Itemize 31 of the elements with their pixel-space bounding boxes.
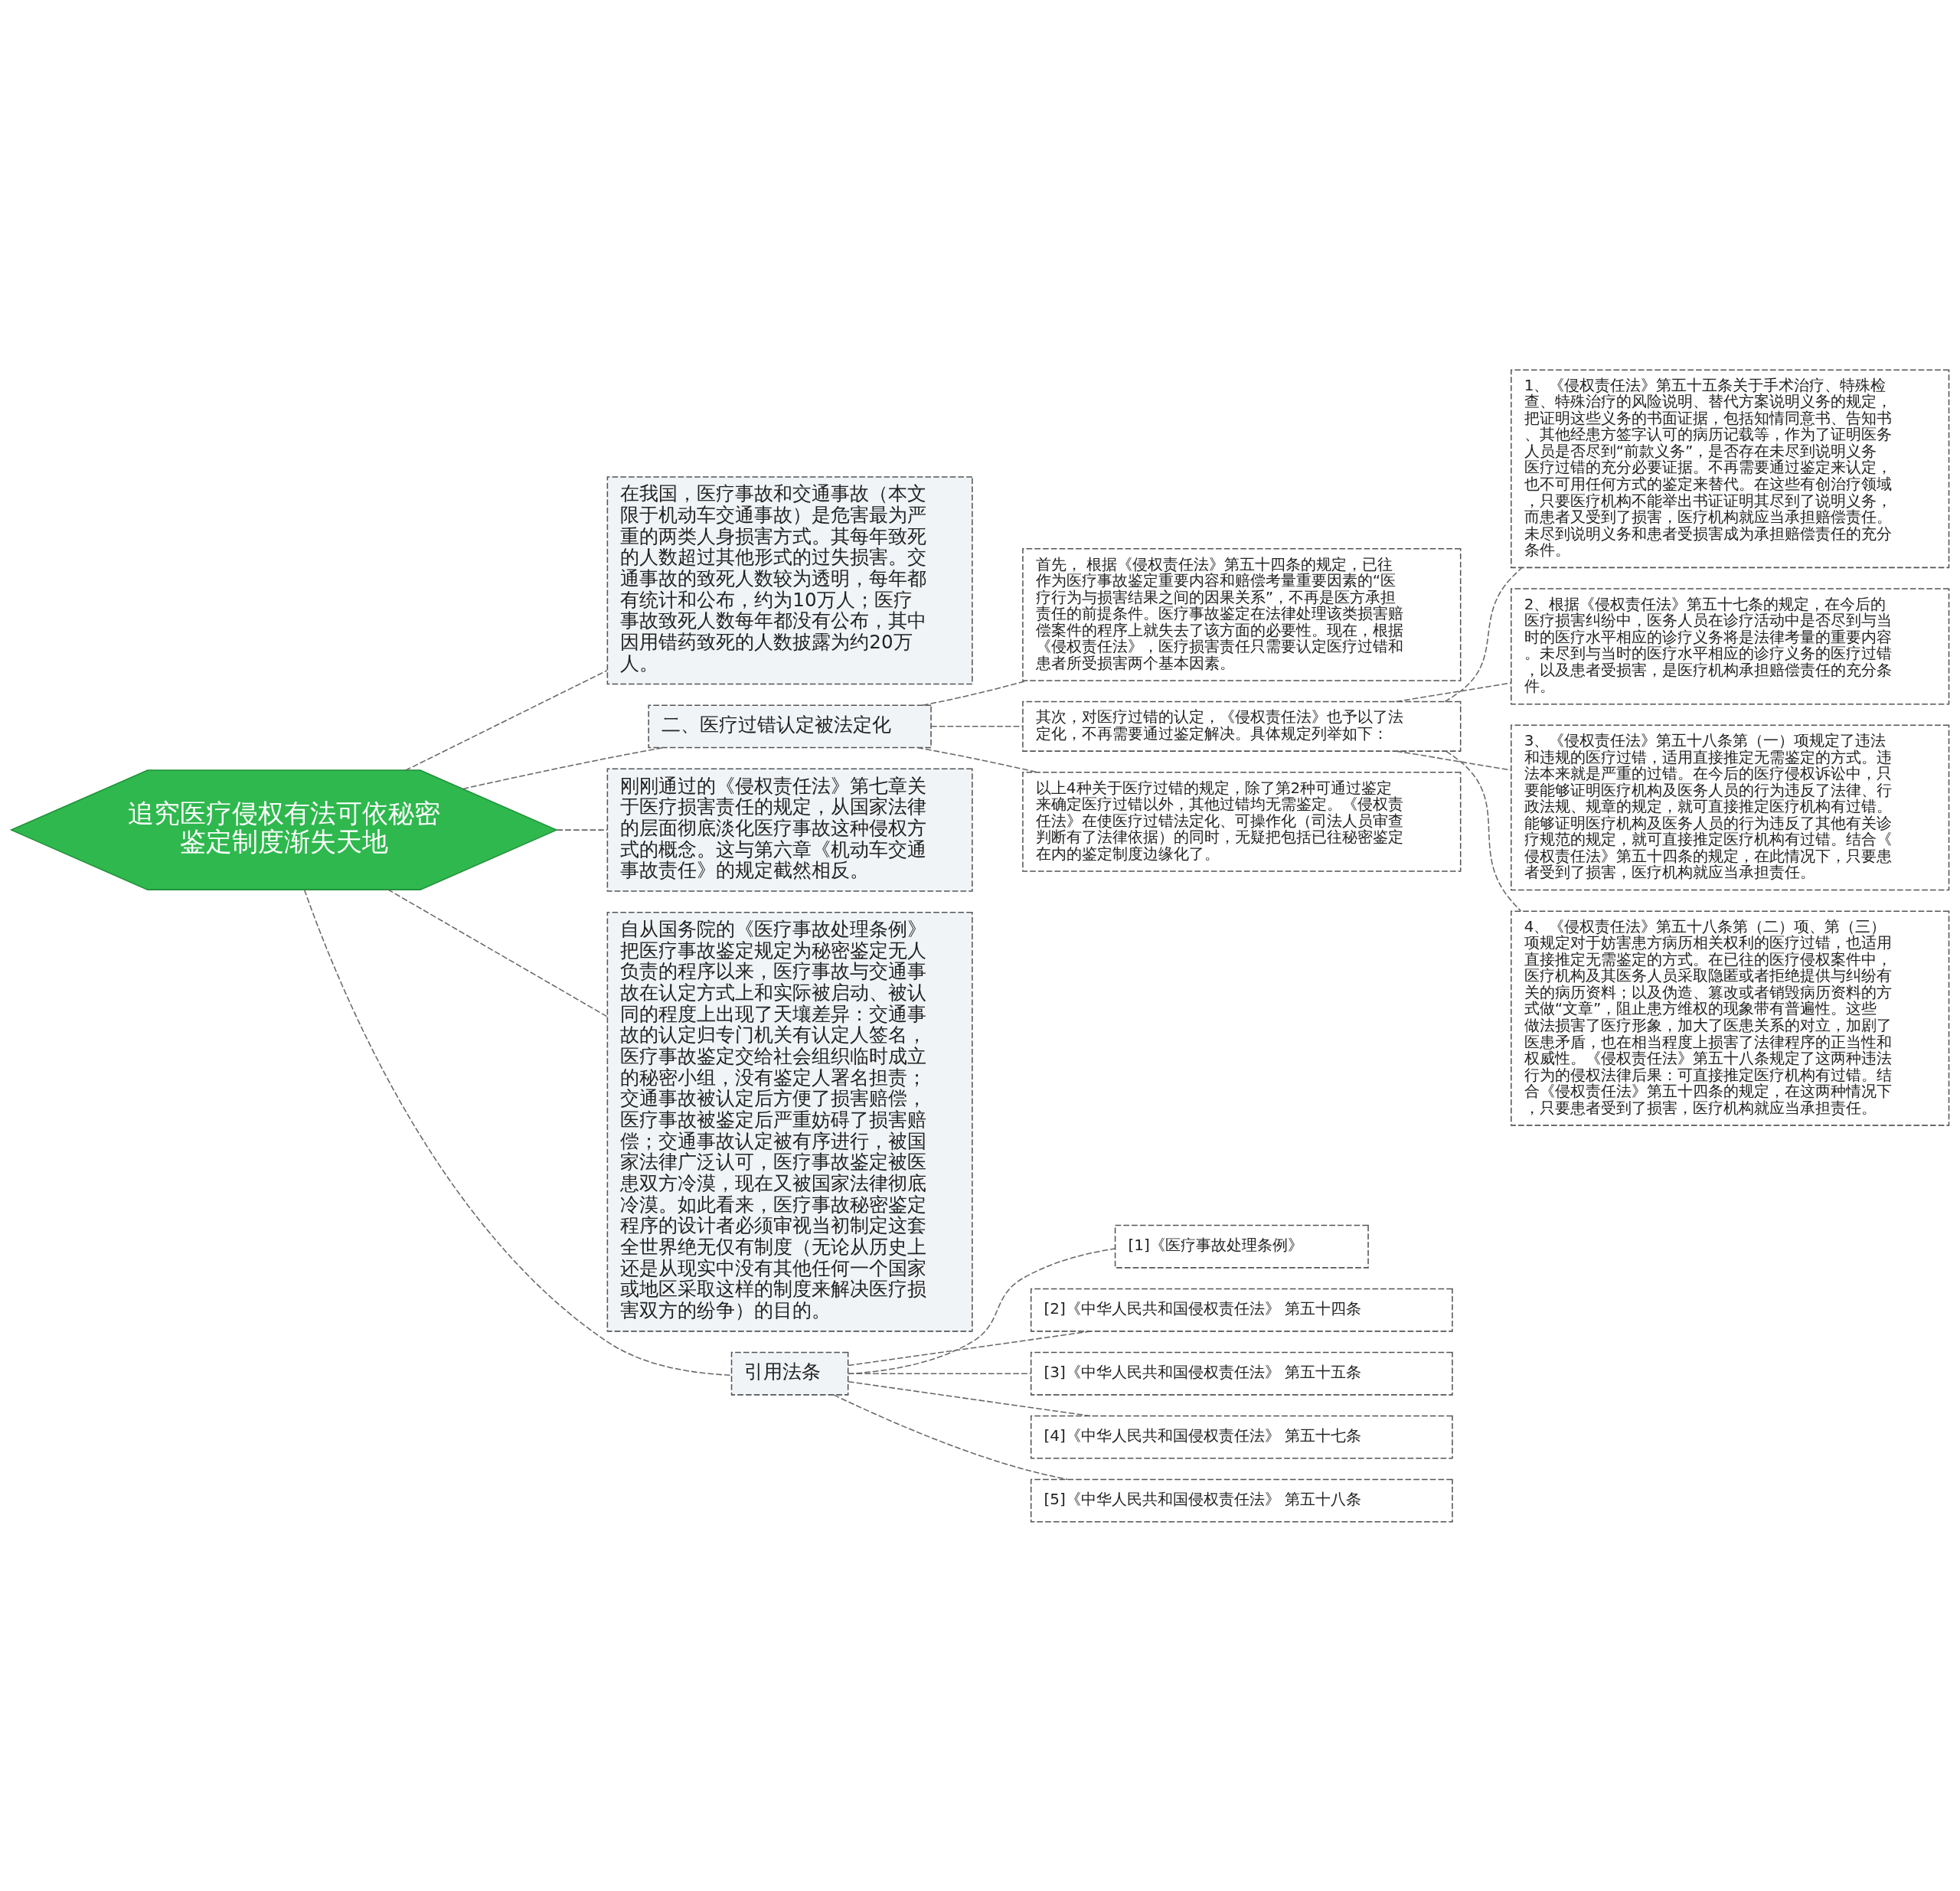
connector (930, 725, 1024, 727)
connector (833, 1393, 1068, 1480)
connector (303, 888, 733, 1376)
node-box: 引用法条 (730, 1351, 849, 1396)
connector (556, 828, 608, 831)
connector (848, 1372, 1032, 1374)
node-box: [1]《医疗事故处理条例》 (1114, 1224, 1369, 1269)
connector (404, 669, 608, 771)
node-box: [4]《中华人民共和国侵权责任法》 第五十七条 (1030, 1415, 1453, 1459)
node-box: 在我国，医疗事故和交通事故（本文限于机动车交通事故）是危害最为严重的两类人身损害方式。其每年致死的人数超过其他形式的过失损害。交通事故的致死人数较为透明，每年都有统计和公布，约为10万人；医疗事故致死人数每年都没有公布，其中因用错药致死的人数披露为约20万人。 (606, 475, 973, 684)
node-box: 自从国务院的《医疗事故处理条例》把医疗事故鉴定规定为秘密鉴定无人负责的程序以来，医疗事故与交通事故在认定方式上和实际被启动、被认同的程度上出现了天壤差异：交通事故的认定归专门机关有认定人签名，医疗事故鉴定交给社会组织临时成立的秘密小组，没有鉴定人署名担责；交通事故被认定后方便了损害赔偿，医疗事故被鉴定后严重妨碍了损害赔偿；交通事故认定被有序进行，被国家法律广泛认可，医疗事故鉴定被医患双方冷漠，现在又被国家法律彻底冷漠。如此看来，医疗事故秘密鉴定程序的设计者必须审视当初制定这套全世界绝无仅有制度（无论从历史上还是从现实中没有其他任何一个国家或地区采取这样的制度来解决医疗损害双方的纷争）的目的。 (606, 911, 973, 1332)
node-box: [5]《中华人民共和国侵权责任法》 第五十八条 (1030, 1478, 1453, 1523)
node-box: 3、《侵权责任法》第五十八条第（一）项规定了违法和违规的医疗过错，适用直接推定无需鉴定的方式。违法本来就是严重的过错。在今后的医疗侵权诉讼中，只要能够证明医疗机构及医务人员的行为违反了法律、行政法规、规章的规定，就可直接推定医疗机构有过错。能够证明医疗机构及医务人员的行为违反了其他有关诊疗规范的规定，就可直接推定医疗机构有过错。结合《侵权责任法》第五十四条的规定，在此情况下，只要患者受到了损害，医疗机构就应当承担责任。 (1511, 724, 1950, 890)
node-box: 2、根据《侵权责任法》第五十七条的规定，在今后的医疗损害纠纷中，医务人员在诊疗活动中是否尽到与当时的医疗水平相应的诊疗义务将是法律考量的重要内容。未尽到与当时的医疗水平相应的诊疗义务的医疗过错，以及患者受损害，是医疗机构承担赔偿责任的充分条件。 (1511, 587, 1950, 704)
connector (922, 679, 1029, 706)
connector (387, 888, 608, 1017)
node-box: [2]《中华人民共和国侵权责任法》 第五十四条 (1030, 1288, 1453, 1332)
connector (848, 1330, 1091, 1366)
connector (916, 746, 1038, 772)
node-box: 1、《侵权责任法》第五十五条关于手术治疗、特殊检查、特殊治疗的风险说明、替代方案说明义务的规定，把证明这些义务的书面证据，包括知情同意书、告知书、其他经患方签字认可的病历记载等，作为了证明医务人员是否尽到“前款义务”，是否存在未尽到说明义务医疗过错的充分必要证据。不再需要通过鉴定来认定，也不可用任何方式的鉴定来替代。在这些有创治疗领域，只要医疗机构不能举出书证证明其尽到了说明义务，而患者又受到了损害，医疗机构就应当承担赔偿责任。未尽到说明义务和患者受损害成为承担赔偿责任的充分条件。 (1511, 368, 1950, 568)
node-box: 二、医疗过错认定被法定化 (648, 704, 932, 748)
node-box: 其次，对医疗过错的认定，《侵权责任法》也予以了法定化，不再需要通过鉴定解决。具体规定列举如下： (1022, 701, 1462, 752)
connector (1444, 567, 1523, 702)
node-box: 4、《侵权责任法》第五十八条第（二）项、第（三）项规定对于妨害患方病历相关权利的医疗过错，也适用直接推定无需鉴定的方式。在已往的医疗侵权案件中，医疗机构及其医务人员采取隐匿或者拒绝提供与纠纷有关的病历资料；以及伪造、篡改或者销毁病历资料的方式做“文章”，阻止患方维权的现象带有普遍性。这些做法损害了医疗形象，加大了医患关系的对立，加剧了医患矛盾，也在相当程度上损害了法律程序的正当性和权威性。《侵权责任法》第五十八条规定了这两种违法行为的侵权法律后果：可直接推定医疗机构有过错。结合《侵权责任法》第五十四条的规定，在这两种情况下，只要患者受到了损害，医疗机构就应当承担责任。 (1511, 910, 1950, 1126)
node-box: 刚刚通过的《侵权责任法》第七章关于医疗损害责任的规定，从国家法律的层面彻底淡化医疗事故这种侵权方式的概念。这与第六章《机动车交通事故责任》的规定截然相反。 (606, 767, 973, 892)
node-box: 以上4种关于医疗过错的规定，除了第2种可通过鉴定来确定医疗过错以外，其他过错均无需鉴定。《侵权责任法》在使医疗过错法定化、可操作化（司法人员审查判断有了法律依据）的同时，无疑把包括已往秘密鉴定在内的鉴定制度边缘化了。 (1022, 771, 1462, 872)
connector (847, 1247, 1116, 1374)
node-box: [3]《中华人民共和国侵权责任法》 第五十五条 (1030, 1351, 1453, 1396)
connector (1446, 750, 1522, 912)
node-box: 首先， 根据《侵权责任法》第五十四条的规定，已往作为医疗事故鉴定重要内容和赔偿考量重要因素的“医疗行为与损害结果之间的因果关系”，不再是医方承担责任的前提条件。医疗事故鉴定在法律处理该类损害赔偿案件的程序上就失去了该方面的必要性。现在，根据《侵权责任法》，医疗损害责任只需要认定医疗过错和患者所受损害两个基本因素。 (1022, 547, 1462, 681)
connector (462, 746, 665, 789)
